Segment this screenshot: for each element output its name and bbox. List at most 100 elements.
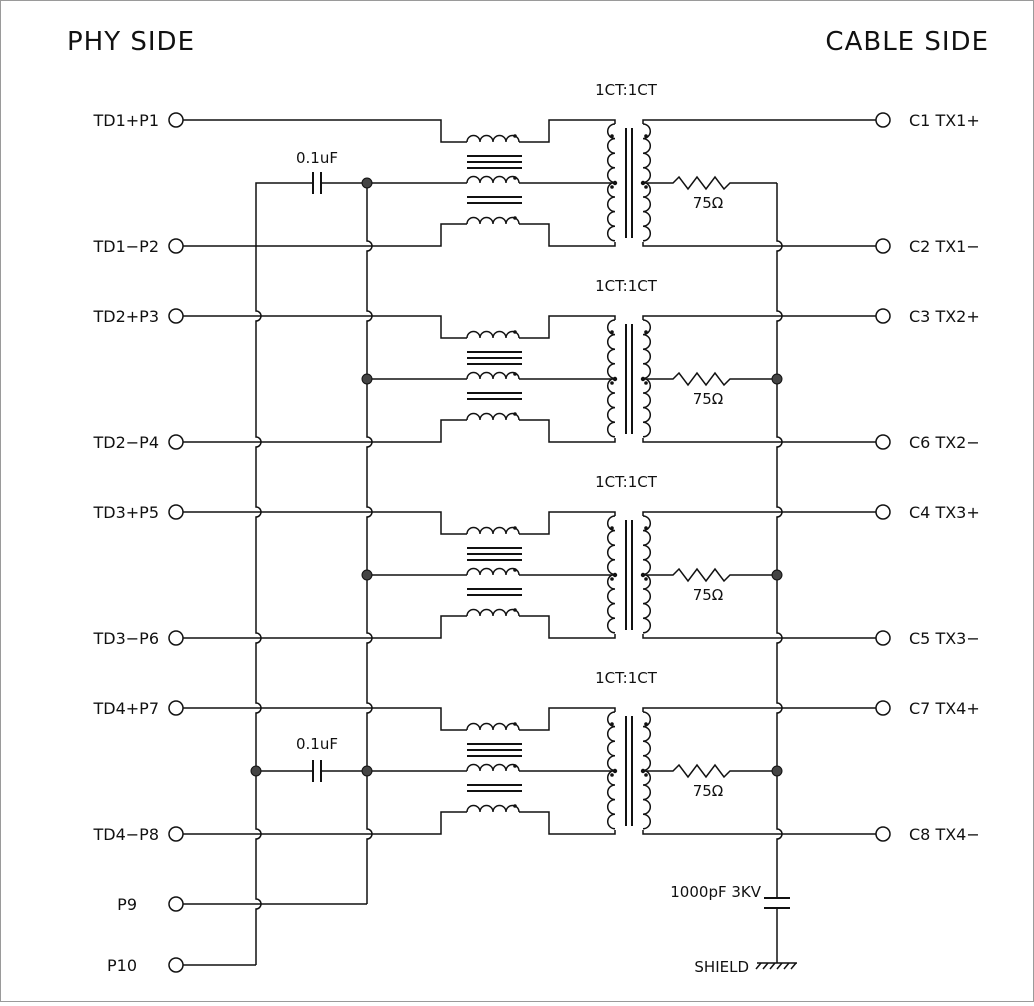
choke-dot-1-1 xyxy=(513,176,517,180)
wire-ch2-bot-in xyxy=(183,419,467,443)
resistor-75-4 xyxy=(643,763,777,779)
resistor-label-3: 75Ω xyxy=(693,586,724,604)
resistor-label-2: 75Ω xyxy=(693,390,724,408)
capacitor-label-top: 0.1uF xyxy=(296,149,338,167)
resistor-75-3 xyxy=(643,567,777,583)
cable-terminal-2b xyxy=(875,434,891,450)
choke-winding-2a xyxy=(466,330,520,339)
pin-label-c7: C7 TX4+ xyxy=(909,699,980,718)
pin-label-c8: C8 TX4− xyxy=(909,825,980,844)
wires xyxy=(183,119,876,966)
cable-side-header: CABLE SIDE xyxy=(825,27,989,57)
wire-ch2-bot-out xyxy=(642,438,876,443)
ratio-label-3: 1CT:1CT xyxy=(595,473,658,491)
resistor-label-4: 75Ω xyxy=(693,782,724,800)
choke-dot-2-1 xyxy=(513,372,517,376)
cable-terminal-1b xyxy=(875,238,891,254)
ct-junction-phy-1 xyxy=(612,180,618,186)
transformer-dot-4-1 xyxy=(644,722,648,726)
transformer-dot-4-3 xyxy=(644,773,648,777)
bus-left xyxy=(255,246,262,965)
choke-winding-3a xyxy=(466,526,520,535)
pin-label-td4-minus: TD4−P8 xyxy=(92,825,159,844)
shield-ground-hatch-0 xyxy=(755,962,762,970)
wire-ch4-bot-mid xyxy=(519,811,616,835)
ct-junction-phy-2 xyxy=(612,376,618,382)
junction-node-3 xyxy=(361,765,373,777)
phy-terminal-p9 xyxy=(168,896,184,912)
choke-winding-1c xyxy=(466,216,520,225)
ct-junction-2 xyxy=(640,376,646,382)
shield-ground-hatch-4 xyxy=(783,962,790,970)
shield-ground-hatch-2 xyxy=(769,962,776,970)
junction-node-5 xyxy=(771,373,783,385)
wire-ch4-top-mid xyxy=(519,707,616,731)
pin-label-td4-plus: TD4+P7 xyxy=(92,699,159,718)
hv-capacitor-label: 1000pF 3KV xyxy=(670,883,761,901)
pin-label-td2-minus: TD2−P4 xyxy=(92,433,159,452)
shield-ground-hatch-3 xyxy=(776,962,783,970)
phy-side-header: PHY SIDE xyxy=(67,27,195,57)
ct-junction-1 xyxy=(640,180,646,186)
transformer-dot-3-1 xyxy=(644,526,648,530)
transformer-dot-3-2 xyxy=(610,577,614,581)
choke-dot-4-2 xyxy=(513,804,517,808)
transformer-dot-4-0 xyxy=(610,722,614,726)
wire-ch3-top-mid xyxy=(519,511,616,535)
choke-dot-3-2 xyxy=(513,608,517,612)
resistor-75-2 xyxy=(643,371,777,387)
shield-ground-hatch-5 xyxy=(790,962,797,970)
choke-winding-3c xyxy=(466,608,520,617)
junction-node-2 xyxy=(361,569,373,581)
ratio-label-2: 1CT:1CT xyxy=(595,277,658,295)
wire-ch3-bot-mid xyxy=(519,615,616,639)
choke-winding-2b xyxy=(466,371,520,380)
transformer-dot-3-3 xyxy=(644,577,648,581)
transformer-dot-3-0 xyxy=(610,526,614,530)
junction-node-4 xyxy=(250,765,262,777)
pin-label-c6: C6 TX2− xyxy=(909,433,980,452)
wire-ch4-bot-in xyxy=(183,811,467,835)
pin-label-td2-plus: TD2+P3 xyxy=(92,307,159,326)
transformer-dot-1-3 xyxy=(644,185,648,189)
choke-winding-1b xyxy=(466,175,520,184)
wire-ch3-top-out xyxy=(642,511,876,516)
transformer-dot-2-0 xyxy=(610,330,614,334)
choke-winding-2c xyxy=(466,412,520,421)
cable-terminal-2a xyxy=(875,308,891,324)
wire-ch4-top-out xyxy=(642,707,876,712)
ratio-label-1: 1CT:1CT xyxy=(595,81,658,99)
pin-label-td1-minus: TD1−P2 xyxy=(92,237,159,256)
transformer-dot-1-1 xyxy=(644,134,648,138)
phy-terminal-2a xyxy=(168,308,184,324)
phy-terminal-4b xyxy=(168,826,184,842)
wire-ch4-bot-out xyxy=(642,830,876,835)
pin-label-p9: P9 xyxy=(117,895,137,914)
pin-label-c5: C5 TX3− xyxy=(909,629,980,648)
junction-node-0 xyxy=(361,177,373,189)
choke-dot-4-1 xyxy=(513,764,517,768)
wire-ch4-top-in xyxy=(183,707,467,731)
junctions xyxy=(250,177,783,777)
pin-label-c2: C2 TX1− xyxy=(909,237,980,256)
transformer-dot-1-2 xyxy=(610,185,614,189)
phy-terminal-1b xyxy=(168,238,184,254)
bus-ct xyxy=(366,183,373,904)
capacitor-label-bottom: 0.1uF xyxy=(296,735,338,753)
wire-ch1-top-out xyxy=(642,119,876,124)
wire-ch2-top-out xyxy=(642,315,876,320)
wire-ch3-bot-out xyxy=(642,634,876,639)
wire-ch1-bot-in xyxy=(183,223,467,247)
components xyxy=(168,112,891,973)
cable-terminal-1a xyxy=(875,112,891,128)
transformer-dot-2-1 xyxy=(644,330,648,334)
wire-ch1-bot-out xyxy=(642,242,876,247)
cable-terminal-4a xyxy=(875,700,891,716)
phy-terminal-4a xyxy=(168,700,184,716)
transformer-dot-4-2 xyxy=(610,773,614,777)
ratio-label-4: 1CT:1CT xyxy=(595,669,658,687)
choke-dot-2-0 xyxy=(513,330,517,334)
phy-terminal-3a xyxy=(168,504,184,520)
